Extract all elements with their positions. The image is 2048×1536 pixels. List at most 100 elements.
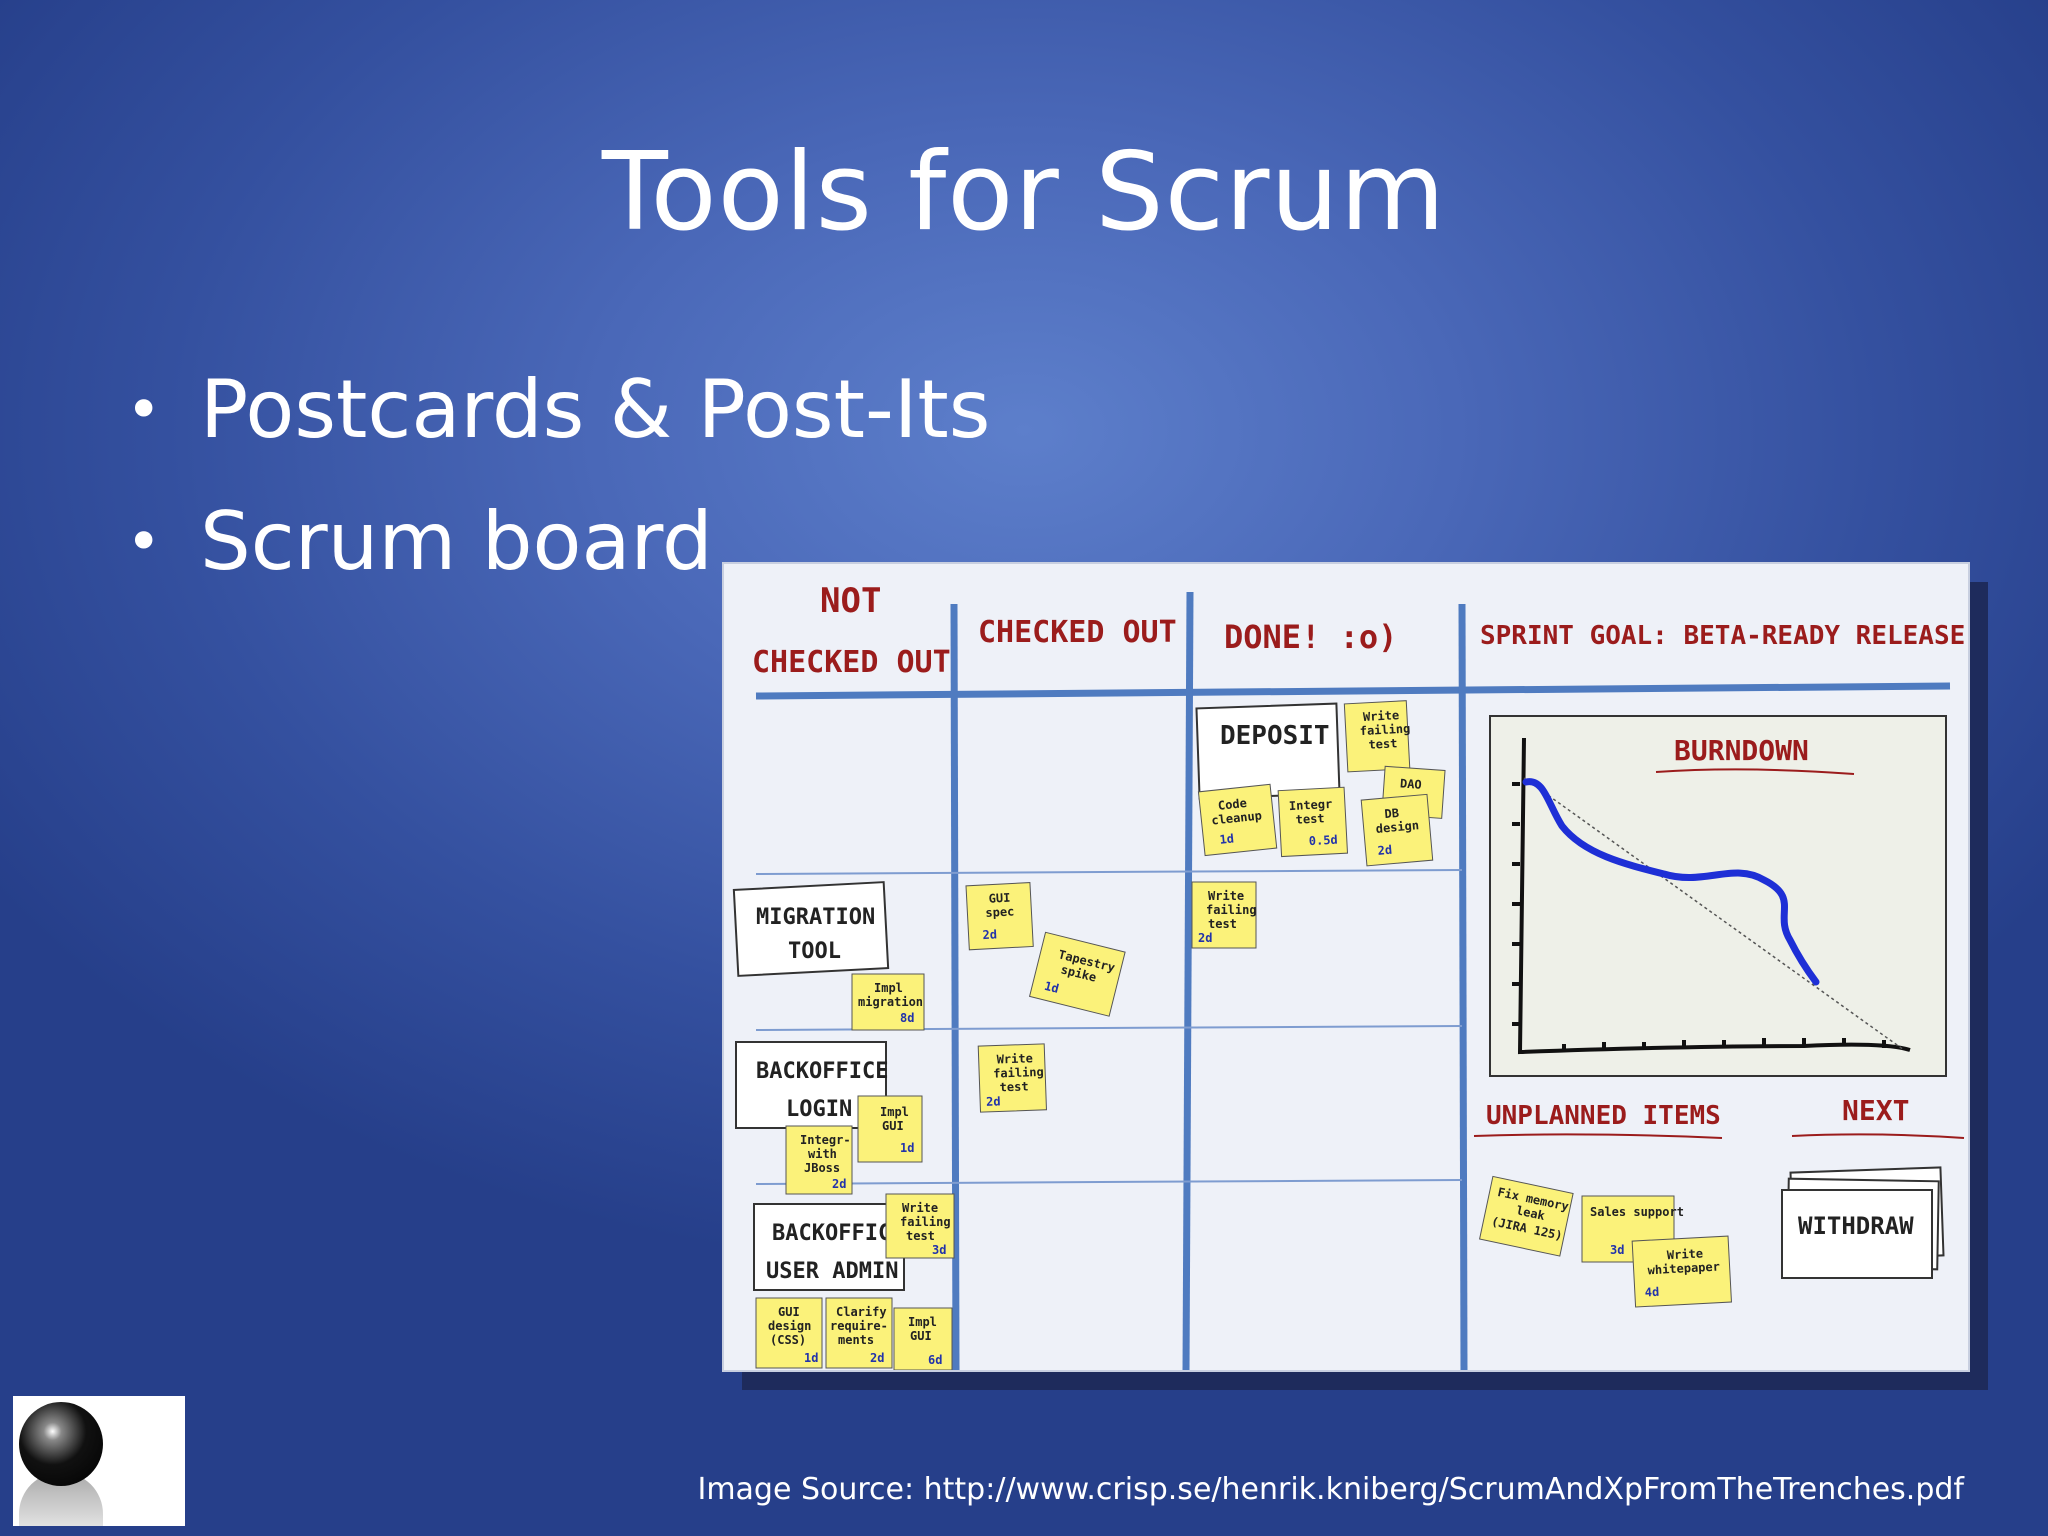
logo (13, 1396, 185, 1526)
postit-text: Impl (908, 1315, 937, 1329)
story-user-admin: USER ADMIN (766, 1259, 898, 1284)
postit-text: DB (1384, 806, 1400, 821)
postit-text: ments (838, 1333, 874, 1347)
bullet-item: •Scrum board (120, 502, 990, 582)
postit-text: GUI (882, 1119, 904, 1133)
postit-text: Impl (874, 981, 903, 995)
image-source-caption: Image Source: http://www.crisp.se/henrik… (697, 1472, 1964, 1507)
story-migration: MIGRATION (756, 905, 875, 930)
postit-text: leak (1515, 1203, 1547, 1223)
board-grid (755, 591, 1951, 1370)
postit-text: failing (993, 1065, 1044, 1081)
postit-text: 4d (1644, 1285, 1659, 1300)
postit-text: 2d (986, 1094, 1001, 1108)
slide-title: Tools for Scrum (601, 130, 1447, 255)
header-checked-out: CHECKED OUT (978, 615, 1177, 650)
postit: Write failing test 3d (885, 1193, 955, 1259)
postit-text: design (1375, 818, 1419, 836)
postit: Write failing test 2d (977, 1043, 1047, 1113)
header-sprint-goal: SPRINT GOAL: BETA-READY RELEASE! (1480, 621, 1968, 651)
postit-text: migration (858, 995, 923, 1009)
postit: Clarify require- ments 2d (825, 1297, 893, 1369)
bullet-text: Scrum board (200, 495, 713, 588)
postit-text: Clarify (836, 1305, 887, 1319)
postit: Integr test 0.5d (1277, 786, 1349, 858)
postit-text: 3d (1610, 1243, 1624, 1257)
logo-ball-icon (19, 1402, 103, 1486)
postit-text: GUI (778, 1305, 800, 1319)
postit-text: (CSS) (770, 1333, 806, 1347)
postit-text: JBoss (804, 1161, 840, 1175)
postit-text: test (1368, 736, 1398, 751)
postit-text: DAO (1400, 776, 1423, 791)
postit-text: Integr- (800, 1133, 851, 1147)
postit-text: cleanup (1211, 808, 1263, 827)
postit-text: Write (902, 1201, 938, 1215)
header-not-checked-out: CHECKED OUT (752, 645, 951, 680)
bullet-list: •Postcards & Post-Its •Scrum board (120, 370, 990, 634)
postit: Impl GUI 6d (893, 1307, 953, 1370)
postit-text: spec (985, 904, 1015, 919)
postit: Write failing test 2d (1191, 881, 1257, 949)
story-card (753, 1203, 905, 1291)
postit: Sales support 3d (1581, 1195, 1684, 1263)
postit-text: 3d (932, 1243, 946, 1257)
story-migration-tool: TOOL (788, 939, 841, 964)
postit-text: 2d (1377, 843, 1393, 858)
bullet-icon: • (126, 507, 162, 577)
postit-text: 1d (804, 1351, 818, 1365)
story-card (732, 881, 890, 977)
postit-text: 1d (900, 1141, 914, 1155)
postit-text: failing (1206, 903, 1257, 917)
scrum-board-image: NOT CHECKED OUT CHECKED OUT DONE! :o) SP… (722, 562, 1970, 1372)
postit-text: GUI (910, 1329, 932, 1343)
postit-text: Write (1667, 1246, 1704, 1262)
postit: DB design 2d (1360, 793, 1434, 867)
bullet-item: •Postcards & Post-Its (120, 370, 990, 450)
bullet-text: Postcards & Post-Its (200, 363, 991, 456)
postit: Tapestry spike 1d (1028, 931, 1126, 1017)
postit-text: Sales support (1590, 1205, 1684, 1219)
unplanned-underline (1473, 1133, 1723, 1139)
next-card-stack (1781, 1166, 1945, 1279)
story-login: LOGIN (786, 1097, 852, 1122)
postit-text: 2d (870, 1351, 884, 1365)
postit-text: GUI (988, 891, 1010, 906)
postit-text: with (808, 1147, 837, 1161)
postit-text: 0.5d (1308, 833, 1338, 848)
postit-text: require- (830, 1319, 888, 1333)
postit-text: 1d (1219, 831, 1235, 846)
header-done: DONE! :o) (1224, 618, 1397, 656)
postit-text: Code (1217, 796, 1247, 813)
postit-text: 2d (832, 1177, 846, 1191)
scrum-board-drawing: NOT CHECKED OUT CHECKED OUT DONE! :o) SP… (732, 581, 1968, 1370)
postit-text: Integr (1289, 797, 1333, 813)
postit-text: 8d (900, 1011, 914, 1025)
postit-text: Write (1363, 708, 1400, 724)
bullet-icon: • (126, 375, 162, 445)
postit-text: 2d (1198, 931, 1212, 945)
postit-text: Write (996, 1051, 1033, 1066)
postit-text: 6d (928, 1353, 942, 1367)
postit: Write failing test (1343, 700, 1411, 773)
postit: Impl migration 8d (851, 973, 925, 1031)
postit: Code cleanup 1d (1197, 783, 1278, 857)
next-underline (1791, 1133, 1965, 1139)
burndown-actual-line (1522, 778, 1820, 986)
story-deposit: DEPOSIT (1220, 721, 1330, 751)
postit-text: test (906, 1229, 935, 1243)
postit-text: test (1208, 917, 1237, 931)
postit: Fix memory leak (JIRA 125) (1478, 1175, 1574, 1257)
postit-text: test (1295, 811, 1325, 826)
burndown-frame (1489, 715, 1947, 1077)
postit: Impl GUI 1d (857, 1095, 923, 1163)
postit: Write whitepaper 4d (1631, 1235, 1732, 1308)
story-backoffice: BACKOFFICE (756, 1059, 888, 1084)
burndown-title: BURNDOWN (1674, 734, 1809, 767)
postit-text: Write (1208, 889, 1244, 903)
postit-text: 2d (982, 927, 997, 942)
header-not: NOT (820, 581, 881, 621)
withdraw-card-text: WITHDRAW (1798, 1212, 1914, 1240)
postit-text: Impl (880, 1105, 909, 1119)
postit-text: failing (900, 1215, 951, 1229)
